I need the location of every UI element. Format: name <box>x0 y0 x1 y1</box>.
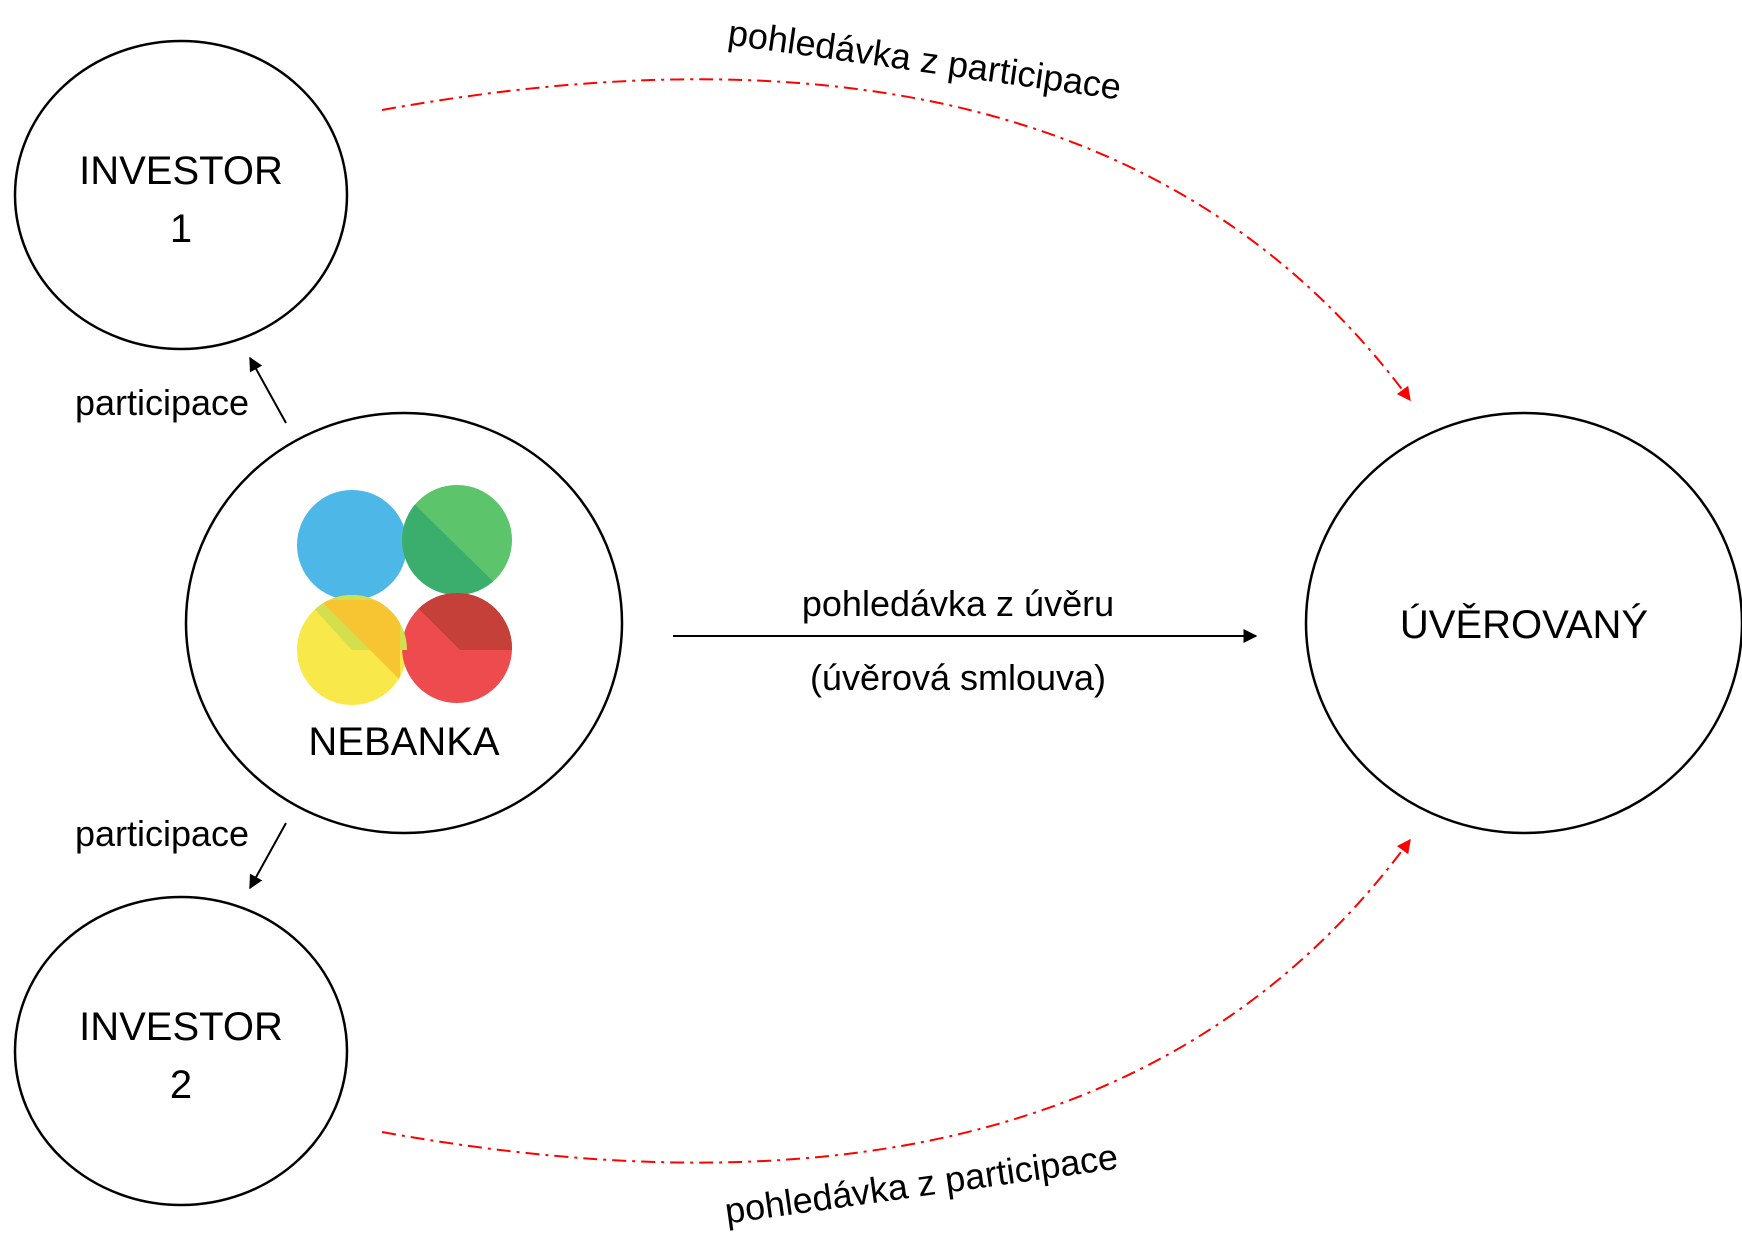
nebanka-circle <box>184 411 624 835</box>
logo-circle-blue <box>297 490 407 600</box>
logo-overlap-red-dark <box>402 593 512 650</box>
participace-bottom-arrow <box>249 822 287 890</box>
edge-participace-top: participace <box>75 356 287 424</box>
loan-label: pohledávka z úvěru <box>802 583 1114 624</box>
edge-claim-bottom: pohledávka z participace <box>381 838 1411 1232</box>
claim-top-arrow <box>381 78 1411 402</box>
logo-overlap-yellow-diagonal <box>320 600 400 680</box>
claim-bottom-arrow <box>381 838 1411 1164</box>
loan-sublabel: (úvěrová smlouva) <box>810 657 1106 698</box>
nebanka-logo <box>297 485 512 705</box>
participace-top-arrow <box>249 356 287 424</box>
node-nebanka: NEBANKA <box>184 411 624 835</box>
node-uverovany: ÚVĚROVANÝ <box>1304 411 1742 835</box>
logo-overlap-green-dark <box>402 490 512 595</box>
node-investor-2: INVESTOR 2 <box>13 895 349 1207</box>
investor-1-label-line2: 1 <box>170 207 192 251</box>
claim-top-label: pohledávka z participace <box>726 12 1124 108</box>
nebanka-label: NEBANKA <box>308 720 499 764</box>
node-investor-1: INVESTOR 1 <box>13 39 349 351</box>
uverovany-label: ÚVĚROVANÝ <box>1400 602 1648 647</box>
investor-1-label-line1: INVESTOR <box>79 149 283 193</box>
edge-claim-top: pohledávka z participace <box>381 12 1411 402</box>
investor-2-label-line1: INVESTOR <box>79 1005 283 1049</box>
claim-bottom-label: pohledávka z participace <box>722 1136 1120 1232</box>
edge-loan: pohledávka z úvěru (úvěrová smlouva) <box>673 583 1258 698</box>
investor-2-label-line2: 2 <box>170 1063 192 1107</box>
investor-2-circle <box>13 895 349 1207</box>
uverovany-circle <box>1304 411 1742 835</box>
participace-top-label: participace <box>75 382 249 423</box>
edge-participace-bottom: participace <box>75 813 287 890</box>
participace-bottom-label: participace <box>75 813 249 854</box>
investor-1-circle <box>13 39 349 351</box>
